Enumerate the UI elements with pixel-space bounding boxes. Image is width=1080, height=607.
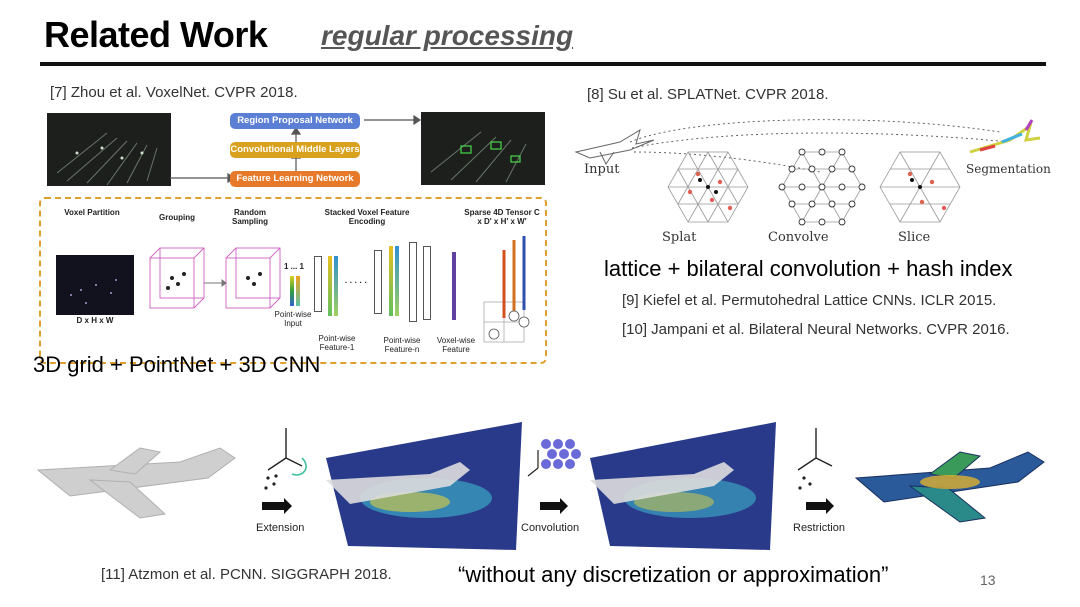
pointwise-featuren-label: Point-wise Feature-n: [380, 336, 424, 354]
lidar-input-image: [47, 113, 171, 186]
convolution-label: Convolution: [521, 522, 579, 534]
restriction-arrow: [806, 498, 834, 514]
voxelwise-feature-bar: [452, 252, 456, 320]
feature-1-bar-a: [328, 256, 332, 316]
slide-subtitle: regular processing: [321, 20, 573, 52]
sparse-tensor-label: Sparse 4D Tensor C x D' x H' x W': [462, 208, 542, 226]
random-sampling-label: Random Sampling: [220, 208, 280, 226]
ellipsis-dots: · · · · ·: [344, 278, 368, 287]
pcnn-reference: [11] Atzmon et al. PCNN. SIGGRAPH 2018.: [101, 566, 392, 583]
pointwise-input-bar-2: [296, 276, 300, 306]
pcnn-quote: “without any discretization or approxima…: [458, 562, 888, 588]
voxel-grid-image: [56, 255, 134, 315]
pointwise-input-bar: [290, 276, 294, 306]
sparse-tensor-graphic: [476, 232, 542, 350]
vfe-layer-n: [374, 250, 382, 314]
splatnet-reference: [8] Su et al. SPLATNet. CVPR 2018.: [587, 86, 829, 103]
convolve-label: Convolve: [768, 230, 829, 245]
detection-output-graphic: [421, 112, 545, 185]
slide-title: Related Work: [44, 14, 267, 56]
splat-label: Splat: [662, 230, 696, 245]
restriction-label: Restriction: [793, 522, 845, 534]
voxel-cube-icon: [541, 439, 581, 469]
kiefel-reference: [9] Kiefel et al. Permutohedral Lattice …: [622, 292, 996, 309]
dxhxw-label: D x H x W: [70, 316, 120, 325]
extension-arrow: [262, 498, 292, 514]
extension-label: Extension: [256, 522, 304, 534]
splatnet-caption: lattice + bilateral convolution + hash i…: [604, 256, 1012, 282]
input-label: Input: [584, 162, 619, 177]
page-number: 13: [980, 572, 996, 588]
voxelnet-caption: 3D grid + PointNet + 3D CNN: [33, 352, 320, 378]
grouping-label: Grouping: [152, 213, 202, 222]
airplane-point-cloud: [38, 448, 235, 518]
voxelnet-reference: [7] Zhou et al. VoxelNet. CVPR 2018.: [50, 84, 298, 101]
voxelwise-feature-label: Voxel-wise Feature: [434, 336, 478, 354]
lidar-output-image: [421, 112, 545, 185]
point-cloud-graphic: [56, 255, 134, 315]
voxel-partition-label: Voxel Partition: [62, 208, 122, 217]
title-divider: [40, 62, 1046, 66]
stacked-voxel-label: Stacked Voxel Feature Encoding: [322, 208, 412, 226]
maxpool-layer: [423, 246, 431, 320]
axes-icon-2: [798, 428, 832, 470]
pointwise-feature1-label: Point-wise Feature-1: [316, 334, 358, 352]
airplane-segmentation-shape: [970, 120, 1040, 152]
axes-icon-1: [268, 428, 302, 470]
feature-n-bar-a: [389, 246, 393, 316]
feature-1-bar-b: [334, 256, 338, 316]
fcn-layer: [409, 242, 417, 322]
convolution-arrow: [540, 498, 568, 514]
slice-label: Slice: [898, 230, 930, 245]
region-proposal-network-box: Region Proposal Network: [230, 113, 360, 129]
feature-n-bar-b: [395, 246, 399, 316]
jampani-reference: [10] Jampani et al. Bilateral Neural Net…: [622, 321, 1010, 338]
vfe-layer-1: [314, 256, 322, 312]
one-dots-label: 1 ... 1: [282, 262, 306, 271]
pointwise-input-label: Point-wise Input: [272, 310, 314, 328]
conv-middle-layers-box: Convolutional Middle Layers: [230, 142, 360, 158]
pcnn-pipeline-figure: [30, 418, 1060, 560]
feature-learning-network-box: Feature Learning Network: [230, 171, 360, 187]
segmentation-label: Segmentation: [966, 162, 1051, 176]
airplane-input-shape: [576, 130, 654, 164]
lidar-scan-graphic: [47, 113, 171, 186]
airplane-result: [856, 452, 1044, 522]
